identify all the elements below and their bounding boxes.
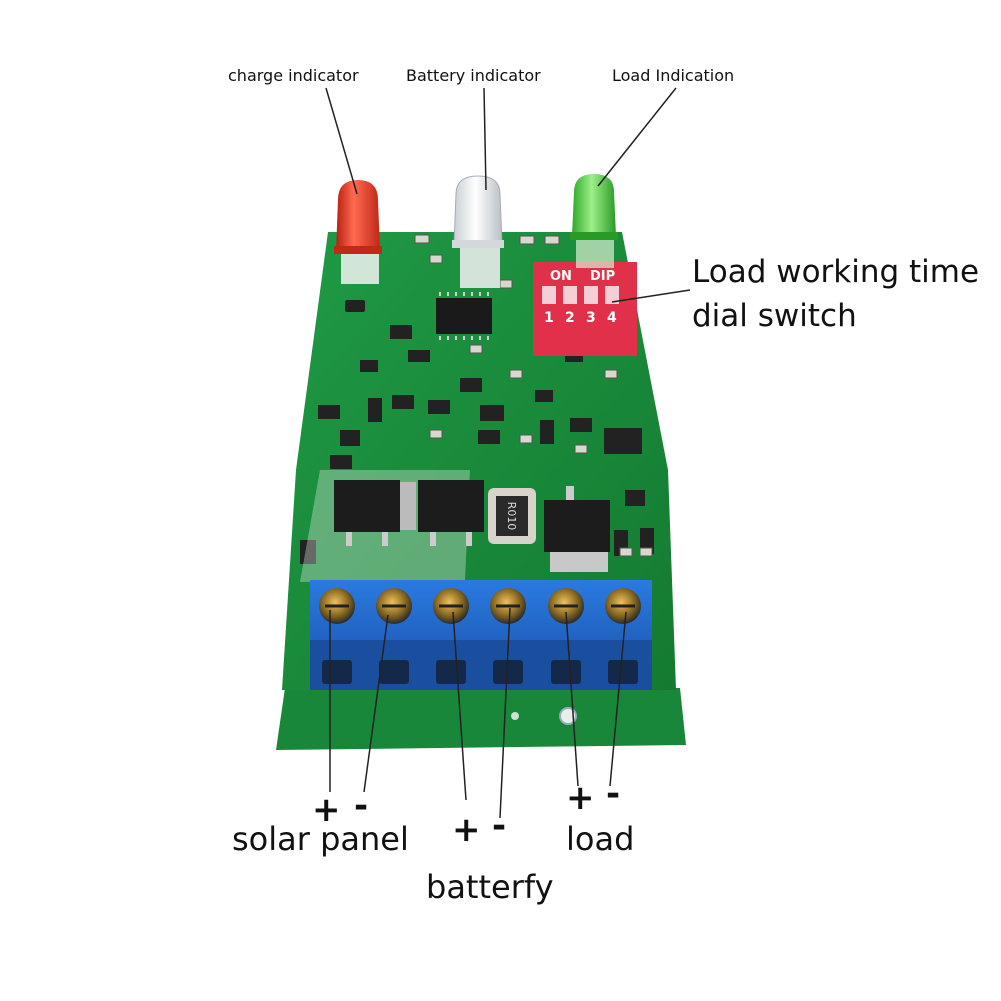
smd-resistors: [414, 234, 653, 557]
pcb-lower-board: [276, 688, 686, 750]
mosfet-left: [334, 480, 416, 546]
solar-panel-label: solar panel: [232, 820, 409, 858]
shunt-marking: R010: [505, 502, 518, 531]
dip-position-2: 2: [565, 310, 575, 326]
smd-components: [300, 300, 654, 564]
current-shunt: R010: [488, 488, 536, 544]
terminal-load-minus[interactable]: [605, 588, 641, 684]
charge-led: [334, 180, 382, 284]
dip-position-4: 4: [607, 310, 617, 326]
load-led: [570, 174, 618, 268]
terminal-screws: [319, 588, 641, 684]
dip-switch[interactable]: ON DIP 1 2 3 4: [533, 262, 637, 356]
mounting-hole: [559, 707, 577, 725]
mosfet-right: [544, 486, 610, 572]
load-indication-label: Load Indication: [612, 66, 735, 85]
load-plus-sign: +: [566, 778, 595, 818]
load-minus-sign: -: [606, 774, 621, 814]
dip-dip-label: DIP: [590, 269, 615, 284]
callout-lines: [325, 87, 691, 819]
battery-minus-sign: -: [492, 806, 507, 846]
load-label: load: [566, 820, 635, 858]
charge-indicator-label: charge indicator: [228, 66, 359, 85]
battery-label: batterfy: [426, 868, 554, 906]
solar-plus-sign: +: [312, 790, 341, 830]
dial-switch-label-line2: dial switch: [692, 298, 857, 334]
dip-on-label: ON: [550, 269, 572, 284]
terminal-block: [310, 580, 652, 690]
mosfet-middle: [418, 480, 484, 546]
dip-position-1: 1: [544, 310, 554, 326]
mounting-hole: [511, 712, 519, 720]
terminal-battery-minus[interactable]: [490, 588, 526, 684]
dial-switch-label-line1: Load working time: [692, 254, 980, 290]
terminal-solar-minus[interactable]: [376, 588, 412, 684]
battery-plus-sign: +: [452, 810, 481, 850]
battery-led: [452, 175, 504, 288]
terminal-load-plus[interactable]: [548, 588, 584, 684]
solar-minus-sign: -: [354, 786, 369, 826]
battery-indicator-label: Battery indicator: [406, 66, 541, 85]
main-ic-chip: [436, 298, 492, 334]
dip-position-3: 3: [586, 310, 596, 326]
terminal-battery-plus[interactable]: [433, 588, 469, 684]
